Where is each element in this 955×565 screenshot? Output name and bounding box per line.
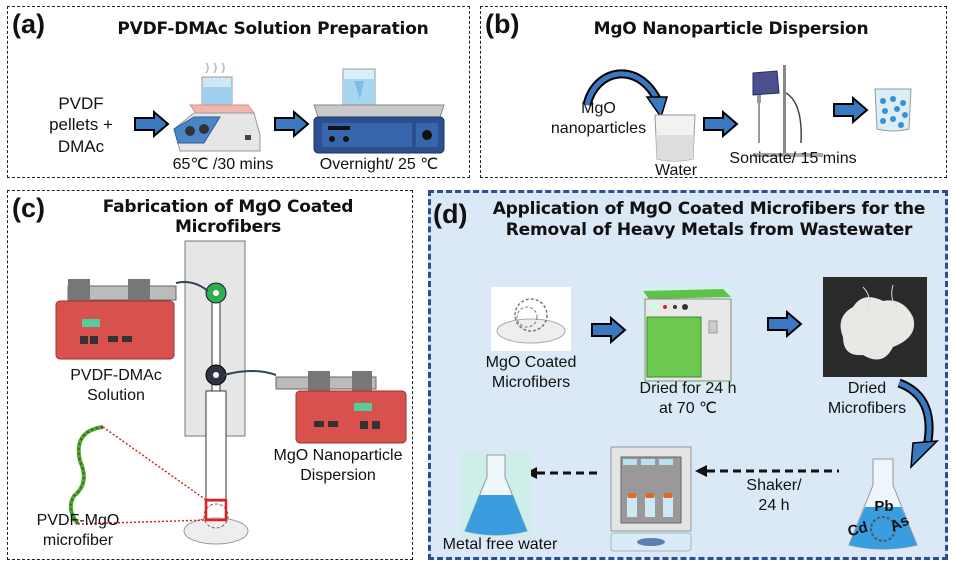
arrow-icon [703, 109, 739, 139]
drying-condition-label: Dried for 24 h at 70 ℃ [639, 380, 737, 417]
contaminated-flask-icon [848, 458, 918, 550]
metal-free-water-flask-icon [461, 451, 531, 537]
pvdf-mgo-microfiber-label: PVDF-MgO microfiber [36, 512, 120, 549]
electrospinning-setup [55, 240, 407, 545]
panel-a-label: (a) [12, 9, 45, 39]
zoom-box [204, 498, 228, 522]
curved-arrow-icon [897, 378, 939, 469]
shaker-condition-label: Shaker/ 24 h [746, 477, 802, 514]
overnight-condition-label: Overnight/ 25 ℃ [319, 156, 439, 173]
pvdf-dmac-solution-label: PVDF-DMAc Solution [70, 367, 162, 404]
syringe-pump-2 [275, 371, 407, 444]
panel-a: (a) PVDF-DMAc Solution Preparation PVDF … [7, 6, 470, 178]
panel-d-title: Application of MgO Coated Microfibers fo… [492, 199, 926, 241]
shaker-incubator-icon [610, 446, 692, 552]
panel-a-title: PVDF-DMAc Solution Preparation [117, 19, 429, 39]
arrow-icon [591, 315, 627, 345]
panel-d-label: (d) [433, 199, 468, 229]
syringe-pump-1 [55, 279, 177, 360]
water-beaker-icon [654, 114, 696, 162]
arrow-icon [134, 109, 170, 139]
sonicate-label: Sonicate/ 15 mins [729, 150, 857, 167]
dashed-arrow-icon [695, 465, 839, 477]
panel-d: (d) Application of MgO Coated Microfiber… [428, 190, 948, 560]
metal-pb-label: Pb [874, 498, 894, 515]
sonicator-icon [752, 65, 823, 157]
mgo-dispersion-label: MgO Nanoparticle Dispersion [273, 447, 403, 484]
panel-c-title: Fabrication of MgO Coated Microfibers [102, 197, 354, 238]
microfiber-strand [68, 425, 104, 526]
coated-microfibers-dish-icon [491, 287, 571, 351]
panel-c: (c) Fabrication of MgO Coated Microfiber… [7, 190, 413, 560]
metal-free-water-label: Metal free water [442, 536, 558, 553]
arrow-icon [767, 309, 803, 339]
panel-c-label: (c) [12, 193, 45, 223]
panel-b-label: (b) [485, 9, 520, 39]
magnetic-stirrer-icon [313, 68, 445, 154]
water-label: Water [654, 162, 698, 179]
panel-b-title: MgO Nanoparticle Dispersion [593, 19, 869, 39]
curved-arrow-icon [582, 69, 669, 119]
hotplate-stirrer-icon [173, 62, 261, 152]
dashed-arrow-icon [525, 467, 601, 479]
panel-b: (b) MgO Nanoparticle Dispersion MgO nano… [480, 6, 947, 179]
arrow-icon [833, 95, 869, 125]
drying-oven-icon [641, 285, 733, 385]
dispersion-beaker-icon [874, 88, 912, 132]
heat-condition-label: 65℃ /30 mins [172, 156, 274, 173]
mgo-nanoparticles-label: MgO nanoparticles [550, 100, 647, 137]
arrow-icon [274, 109, 310, 139]
petri-dish [183, 517, 249, 545]
dried-microfibers-label: Dried Microfibers [827, 380, 907, 417]
dried-microfibers-photo [823, 277, 927, 377]
pvdf-input-label: PVDF pellets + DMAc [49, 94, 113, 156]
coated-microfibers-label: MgO Coated Microfibers [485, 354, 577, 391]
